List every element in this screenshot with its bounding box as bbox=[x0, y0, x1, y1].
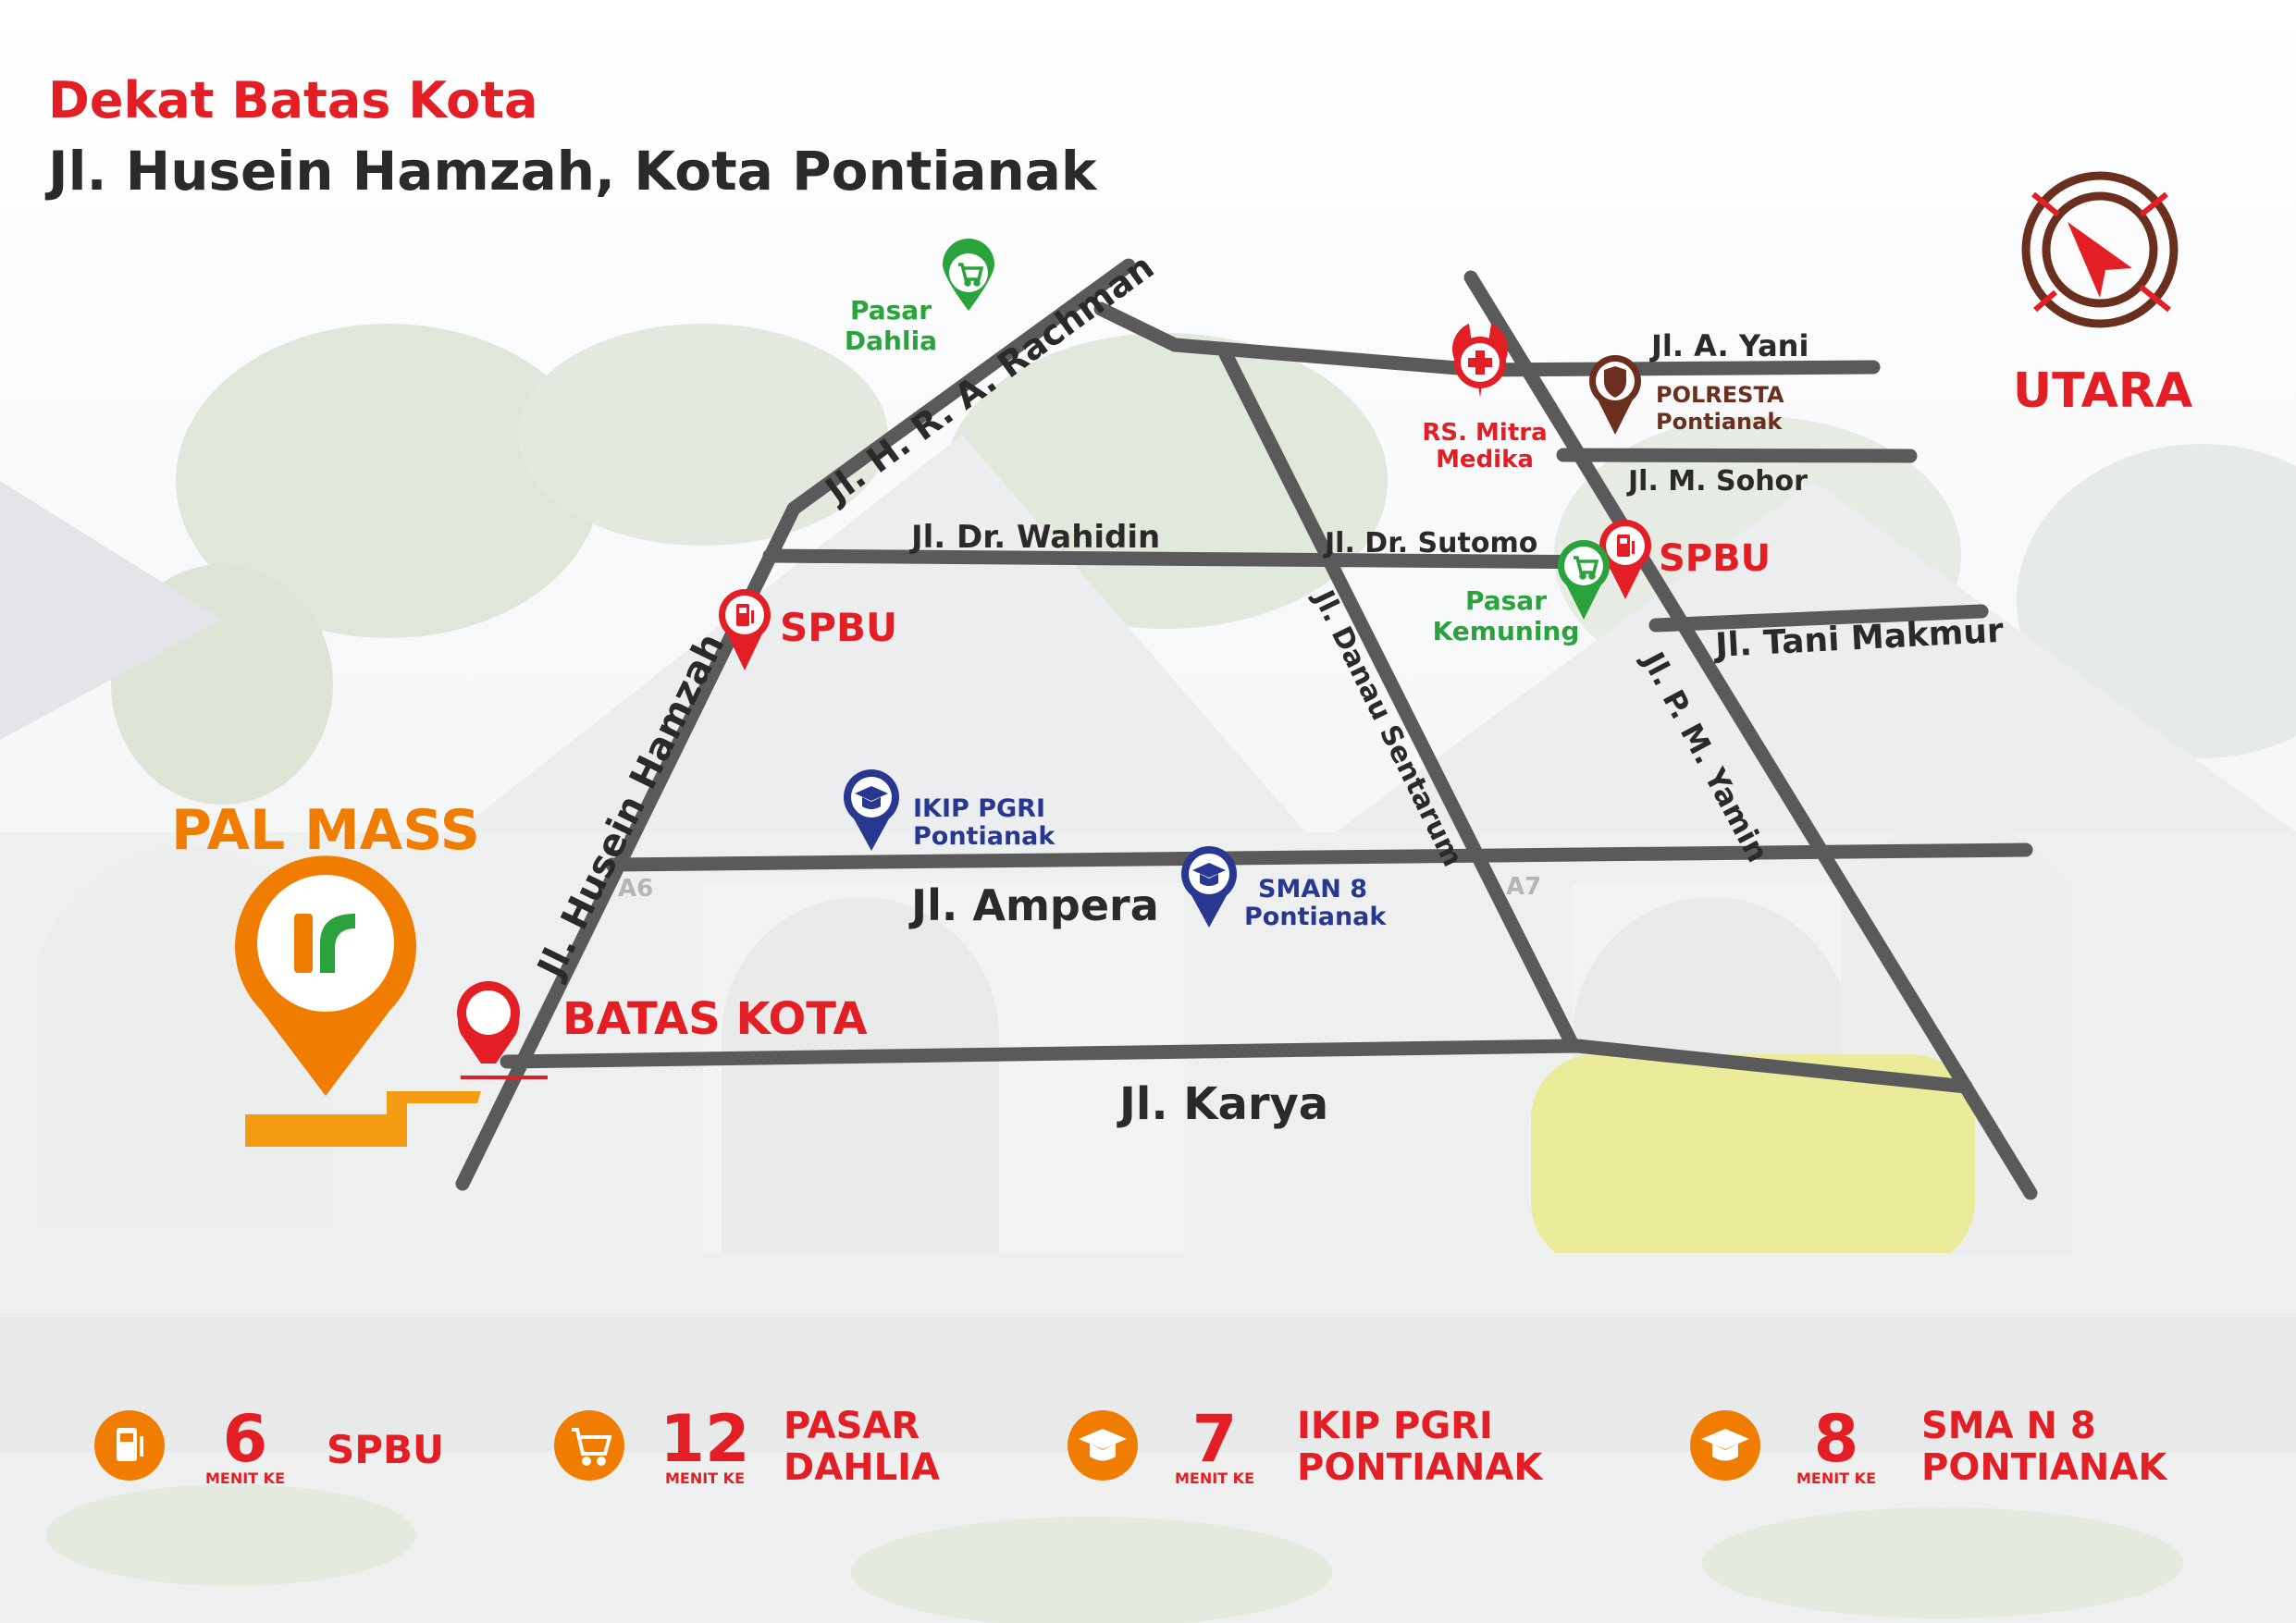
minutes-spbu: 6 bbox=[223, 1401, 268, 1477]
graduation-cap-icon bbox=[1079, 1429, 1127, 1461]
label-pasar-kemuning-2: Kemuning bbox=[1433, 616, 1580, 646]
graduation-cap-icon bbox=[855, 786, 888, 809]
label-pasar-kemuning-1: Pasar bbox=[1465, 585, 1547, 616]
label-batas-kota: BATAS KOTA bbox=[562, 993, 867, 1045]
road-wahidin bbox=[762, 548, 1631, 570]
road-label-karya: Jl. Karya bbox=[1117, 1078, 1328, 1130]
road-label-a-yani: Jl. A. Yani bbox=[1649, 328, 1808, 363]
pin-spbu-west bbox=[719, 589, 771, 670]
pin-pasar-dahlia bbox=[943, 239, 994, 311]
minutes-sman8: 8 bbox=[1814, 1401, 1859, 1477]
minutes-unit-pasar-dahlia: MENIT KE bbox=[665, 1469, 745, 1487]
road-husein-hamzah bbox=[455, 258, 1136, 1191]
graduation-cap-icon bbox=[1701, 1429, 1749, 1461]
label-polresta-1: POLRESTA bbox=[1656, 382, 1784, 408]
road-label-sutomo: Jl. Dr. Sutomo bbox=[1323, 527, 1537, 559]
minutes-unit-sman8: MENIT KE bbox=[1796, 1469, 1876, 1487]
label-ikip-2: Pontianak bbox=[913, 822, 1055, 851]
fuel-pump-icon bbox=[117, 1428, 143, 1461]
road-sohor bbox=[1556, 448, 1918, 463]
pin-rs-mitra bbox=[1452, 324, 1509, 398]
travel-item-ikip: 7 MENIT KE IKIP PGRI PONTIANAK bbox=[1068, 1401, 1544, 1489]
cart-icon bbox=[1574, 556, 1599, 580]
road-tani-makmur bbox=[1648, 604, 1989, 633]
road-pm-yamin bbox=[1463, 270, 2038, 1200]
label-ikip-1: IKIP PGRI bbox=[913, 794, 1045, 823]
road-network bbox=[455, 258, 2038, 1200]
pin-pal-mass bbox=[235, 855, 416, 1096]
fuel-pump-icon bbox=[736, 604, 754, 626]
police-shield-icon bbox=[1604, 366, 1626, 398]
road-ampera bbox=[605, 842, 2033, 872]
label-spbu-west: SPBU bbox=[780, 605, 897, 650]
minutes-unit-ikip: MENIT KE bbox=[1175, 1469, 1254, 1487]
compass-label: UTARA bbox=[2013, 363, 2192, 419]
cart-icon bbox=[958, 263, 984, 287]
pin-ikip bbox=[844, 769, 899, 851]
pin-batas-kota bbox=[457, 981, 548, 1079]
plaque-a7: A7 bbox=[1506, 873, 1541, 901]
label-pasar-dahlia-2: Dahlia bbox=[845, 326, 937, 356]
road-label-ampera: Jl. Ampera bbox=[908, 880, 1159, 930]
pin-sman8 bbox=[1181, 846, 1237, 928]
compass-arrow-icon bbox=[2021, 171, 2179, 328]
travel-time-strip: 6 MENIT KE SPBU 12 MENIT KE PASAR DAHLIA… bbox=[94, 1401, 2168, 1489]
dest-ikip-2: PONTIANAK bbox=[1297, 1446, 1544, 1489]
pin-spbu-east bbox=[1599, 520, 1651, 599]
pal-mass-connector bbox=[245, 1091, 481, 1147]
dest-sman8-1: SMA N 8 bbox=[1921, 1405, 2096, 1447]
dest-pasar-dahlia-1: PASAR bbox=[784, 1405, 920, 1447]
road-danau-sentarum bbox=[1218, 347, 1580, 1052]
fuel-pump-icon bbox=[1617, 535, 1635, 557]
minutes-pasar-dahlia: 12 bbox=[660, 1401, 749, 1477]
pin-pasar-kemuning bbox=[1558, 540, 1610, 620]
dest-ikip-1: IKIP PGRI bbox=[1297, 1405, 1493, 1447]
label-sman8-2: Pontianak bbox=[1244, 903, 1387, 931]
label-rs-mitra-2: Medika bbox=[1436, 446, 1534, 473]
minutes-ikip: 7 bbox=[1192, 1401, 1238, 1477]
travel-item-pasar-dahlia: 12 MENIT KE PASAR DAHLIA bbox=[554, 1401, 940, 1489]
cart-icon bbox=[572, 1428, 612, 1466]
label-polresta-2: Pontianak bbox=[1656, 409, 1783, 435]
hospital-cross-icon bbox=[1468, 350, 1492, 375]
header-title: Jl. Husein Hamzah, Kota Pontianak bbox=[44, 140, 1098, 203]
label-pasar-dahlia-1: Pasar bbox=[850, 295, 932, 326]
road-a-yani bbox=[1093, 301, 1881, 377]
plaque-a6: A6 bbox=[618, 875, 653, 903]
pal-mass-logo-icon bbox=[294, 914, 355, 973]
dest-spbu: SPBU bbox=[327, 1427, 444, 1472]
dest-pasar-dahlia-2: DAHLIA bbox=[784, 1446, 940, 1489]
road-karya bbox=[500, 1039, 1973, 1094]
label-sman8-1: SMAN 8 bbox=[1258, 875, 1367, 904]
label-pal-mass: PAL MASS bbox=[171, 798, 480, 863]
label-spbu-east: SPBU bbox=[1659, 537, 1771, 580]
road-label-wahidin: Jl. Dr. Wahidin bbox=[909, 519, 1160, 556]
road-label-sohor: Jl. M. Sohor bbox=[1626, 465, 1808, 498]
label-rs-mitra-1: RS. Mitra bbox=[1422, 419, 1547, 447]
graduation-cap-icon bbox=[1192, 863, 1226, 886]
dest-sman8-2: PONTIANAK bbox=[1921, 1446, 2168, 1489]
minutes-unit-spbu: MENIT KE bbox=[205, 1469, 285, 1487]
travel-item-spbu: 6 MENIT KE SPBU bbox=[94, 1401, 444, 1487]
travel-item-sman8: 8 MENIT KE SMA N 8 PONTIANAK bbox=[1690, 1401, 2168, 1489]
header-subtitle: Dekat Batas Kota bbox=[48, 71, 537, 129]
pin-polresta bbox=[1589, 355, 1641, 435]
